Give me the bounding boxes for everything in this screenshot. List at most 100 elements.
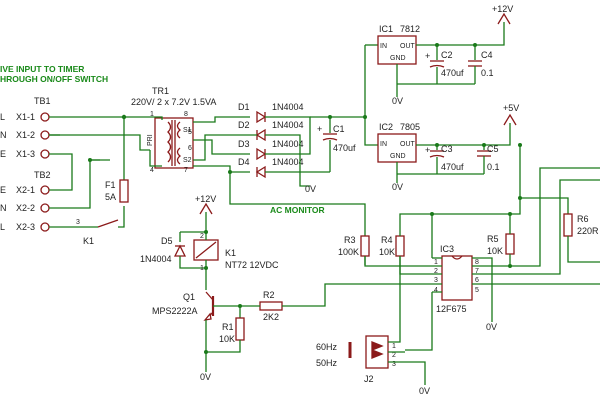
svg-text:R4: R4 (381, 235, 393, 245)
svg-text:5: 5 (188, 129, 192, 136)
resistor-r2: R2 2K2 (259, 290, 283, 322)
svg-text:IN: IN (380, 141, 387, 148)
svg-text:+: + (317, 124, 322, 134)
wire-x1-2 (49, 134, 60, 136)
gnd-label-q1: 0V (200, 372, 211, 382)
wire-bridge-plus (265, 116, 311, 155)
svg-text:R5: R5 (487, 234, 499, 244)
tb1-terminal-1: L X1-1 (0, 112, 50, 122)
switch-contact (97, 219, 119, 228)
svg-text:7805: 7805 (400, 122, 420, 132)
svg-text:D5: D5 (161, 236, 173, 246)
resistor-r3: R3 100K (338, 235, 370, 257)
svg-text:C5: C5 (487, 144, 499, 154)
svg-text:S2: S2 (183, 157, 192, 164)
wire-r4-to-ic3 (399, 256, 432, 275)
wire-sec-bot (193, 165, 250, 173)
svg-text:8: 8 (475, 259, 479, 266)
fuse-value: 5A (105, 192, 116, 202)
svg-text:IC3: IC3 (440, 244, 454, 254)
junction-r1-gnd (204, 350, 208, 354)
svg-text:2K2: 2K2 (263, 312, 279, 322)
svg-text:6: 6 (475, 277, 479, 284)
svg-text:3: 3 (434, 277, 438, 284)
hz60-label: 60Hz (316, 342, 338, 352)
junction-r5-top (508, 212, 512, 216)
svg-text:C4: C4 (481, 50, 493, 60)
tr1-ref: TR1 (152, 86, 169, 96)
hz50-label: 50Hz (316, 358, 338, 368)
resistor-r4: R4 10K (379, 235, 405, 257)
junction-relay-bot (204, 266, 208, 270)
capacitor-c3: + C3 470uf (425, 144, 464, 174)
tr1-value: 220V/ 2 x 7.2V 1.5VA (131, 97, 216, 107)
wire-ic3-pin6 (472, 179, 600, 275)
svg-text:C2: C2 (441, 50, 453, 60)
wire-pri-top (124, 116, 163, 120)
wire-5v-distribution (399, 145, 521, 236)
transformer-tr1: PRI S1 S2 1 4 8 5 6 7 (147, 111, 194, 174)
svg-text:IN: IN (380, 43, 387, 50)
wire-ic-feed (364, 45, 378, 146)
svg-text:E: E (0, 149, 6, 159)
tb1-terminal-3: E X1-3 (0, 149, 50, 159)
svg-text:D1: D1 (238, 102, 250, 112)
svg-text:IC1: IC1 (379, 24, 393, 34)
svg-text:1N4004: 1N4004 (272, 139, 304, 149)
svg-text:1N4004: 1N4004 (272, 102, 304, 112)
svg-text:1: 1 (200, 265, 204, 272)
wire-bridge-gnd (299, 172, 310, 187)
svg-text:+: + (425, 145, 430, 155)
junction-r6 (518, 196, 522, 200)
gnd-label-j2: 0V (419, 386, 430, 396)
svg-text:4: 4 (434, 287, 438, 294)
wire-d5-bot (179, 256, 206, 269)
svg-text:L: L (0, 112, 5, 122)
svg-text:10K: 10K (379, 247, 395, 257)
svg-text:10K: 10K (487, 246, 503, 256)
wire-5v-rail (416, 123, 511, 146)
svg-text:1: 1 (434, 259, 438, 266)
svg-text:1: 1 (150, 111, 154, 118)
gnd-label-ic1: 0V (392, 96, 403, 106)
p12-arrow-icon (497, 12, 511, 25)
capacitor-c4: C4 0.1 (468, 45, 494, 84)
svg-text:X1-3: X1-3 (16, 149, 35, 159)
svg-text:X1-2: X1-2 (16, 130, 35, 140)
svg-text:+: + (425, 51, 430, 61)
wire-12v-rail (416, 22, 505, 46)
p5-arrow-icon (503, 113, 517, 126)
svg-text:0.1: 0.1 (481, 68, 494, 78)
wire-r6-out (567, 236, 600, 263)
diode-d4: D4 1N4004 (238, 157, 304, 179)
p12-relay-label: +12V (195, 194, 216, 204)
transistor-q1: Q1 MPS2222A (152, 291, 215, 321)
svg-text:8: 8 (184, 111, 188, 118)
svg-text:OUT: OUT (400, 43, 416, 50)
svg-text:7: 7 (475, 268, 479, 275)
svg-text:D3: D3 (238, 139, 250, 149)
svg-text:2: 2 (434, 268, 438, 275)
svg-text:1N4004: 1N4004 (140, 254, 172, 264)
wire-ic3-pin7 (472, 167, 600, 267)
wire-pri-bot (149, 150, 162, 167)
svg-text:470uf: 470uf (441, 162, 464, 172)
wire-bridge-minus (250, 134, 301, 173)
wire-r6-top (520, 197, 569, 214)
resistor-r5: R5 10K (487, 233, 515, 256)
svg-text:2: 2 (392, 352, 396, 359)
svg-text:J2: J2 (364, 374, 374, 384)
junction-ic3-vdd (430, 212, 434, 216)
svg-text:R1: R1 (222, 322, 234, 332)
svg-text:220R: 220R (577, 226, 599, 236)
svg-text:X2-2: X2-2 (16, 203, 35, 213)
svg-text:X2-1: X2-1 (16, 185, 35, 195)
p12-relay-arrow-icon (199, 202, 213, 215)
junction-5v (518, 143, 522, 147)
tb2-terminal-1: E X2-1 (0, 185, 50, 195)
svg-text:D4: D4 (238, 157, 250, 167)
svg-text:PRI: PRI (147, 134, 154, 146)
tb2-terminal-3: L X2-3 (0, 222, 50, 232)
tb2-terminal-2: N X2-2 (0, 203, 50, 213)
